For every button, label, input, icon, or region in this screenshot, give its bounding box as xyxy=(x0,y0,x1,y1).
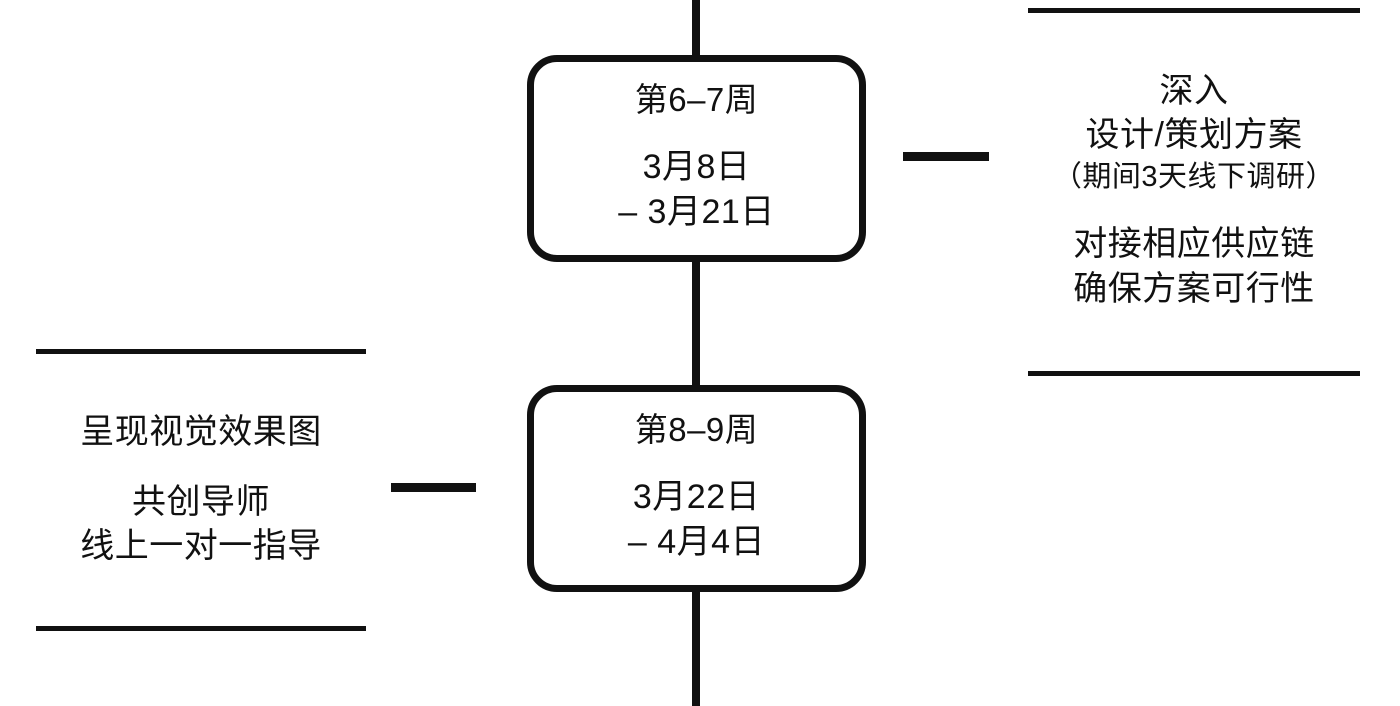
annotation-block-week-6-7: 深入 设计/策划方案 （期间3天线下调研） 对接相应供应链 确保方案可行性 xyxy=(1028,8,1360,376)
node-week-label: 第8–9周 xyxy=(634,411,759,449)
annotation-line-1: 呈现视觉效果图 xyxy=(80,412,322,451)
annotation-group-secondary: 共创导师 线上一对一指导 xyxy=(36,480,366,568)
timeline-spine-bottom xyxy=(692,587,700,706)
annotation-line-3: 对接相应供应链 xyxy=(1073,225,1315,264)
annotation-line-1: 深入 xyxy=(1159,72,1229,111)
connector-dash-right xyxy=(903,152,989,161)
annotation-line-2: 共创导师 xyxy=(132,482,270,521)
annotation-line-4: 确保方案可行性 xyxy=(1073,269,1315,308)
annotation-rule-top xyxy=(1028,8,1360,13)
annotation-rule-bottom xyxy=(1028,371,1360,376)
connector-dash-left xyxy=(391,483,476,492)
node-date-end: – 4月4日 xyxy=(627,522,766,561)
annotation-note: （期间3天线下调研） xyxy=(1052,160,1336,193)
annotation-content: 呈现视觉效果图 共创导师 线上一对一指导 xyxy=(36,354,366,626)
annotation-group-primary: 深入 设计/策划方案 （期间3天线下调研） xyxy=(1028,69,1360,196)
timeline-node-week-6-7[interactable]: 第6–7周 3月8日 – 3月21日 xyxy=(527,55,866,262)
node-week-label: 第6–7周 xyxy=(634,81,759,119)
annotation-block-week-8-9: 呈现视觉效果图 共创导师 线上一对一指导 xyxy=(36,349,366,631)
node-date-start: 3月22日 xyxy=(632,477,761,516)
node-date-start: 3月8日 xyxy=(642,147,751,186)
annotation-group-primary: 呈现视觉效果图 xyxy=(36,410,366,454)
annotation-content: 深入 设计/策划方案 （期间3天线下调研） 对接相应供应链 确保方案可行性 xyxy=(1028,13,1360,371)
annotation-rule-top xyxy=(36,349,366,354)
timeline-spine-middle xyxy=(692,257,700,390)
timeline-node-week-8-9[interactable]: 第8–9周 3月22日 – 4月4日 xyxy=(527,385,866,592)
annotation-line-2: 设计/策划方案 xyxy=(1085,116,1303,155)
timeline-spine-top xyxy=(692,0,700,60)
annotation-group-secondary: 对接相应供应链 确保方案可行性 xyxy=(1028,222,1360,310)
annotation-rule-bottom xyxy=(36,626,366,631)
node-date-end: – 3月21日 xyxy=(618,192,775,231)
annotation-line-3: 线上一对一指导 xyxy=(80,527,322,566)
